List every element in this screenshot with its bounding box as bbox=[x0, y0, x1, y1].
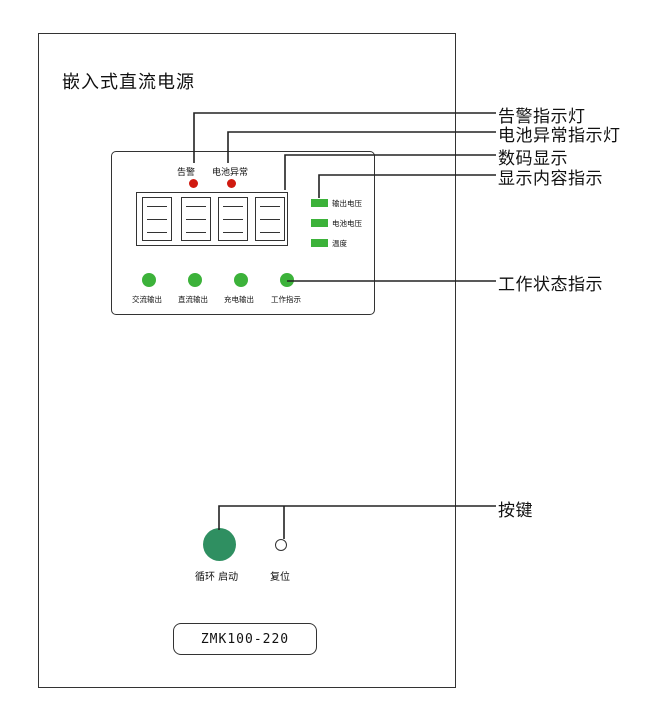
callout-work-status: 工作状态指示 bbox=[498, 275, 603, 295]
model-plate: ZMK100-220 bbox=[173, 623, 317, 655]
battery-voltage-label: 电池电压 bbox=[332, 219, 362, 228]
battery-fault-leader bbox=[227, 131, 496, 163]
digit-1-bottom-segment bbox=[147, 232, 167, 233]
digital-display bbox=[136, 192, 288, 246]
callout-battery-fault-indicator: 电池异常指示灯 bbox=[498, 126, 621, 146]
digit-3-top-segment bbox=[223, 206, 243, 207]
digit-4 bbox=[255, 197, 285, 241]
output-voltage-label: 输出电压 bbox=[332, 199, 362, 208]
temperature-label: 温度 bbox=[332, 239, 347, 248]
cabinet-title: 嵌入式直流电源 bbox=[62, 72, 195, 93]
reset-button[interactable] bbox=[275, 539, 287, 551]
digit-1 bbox=[142, 197, 172, 241]
digit-3-bottom-segment bbox=[223, 232, 243, 233]
digit-3 bbox=[218, 197, 248, 241]
work-indicator-led bbox=[280, 273, 294, 287]
charge-output-led bbox=[234, 273, 248, 287]
cycle-start-leader bbox=[218, 505, 496, 530]
display-leader bbox=[284, 154, 496, 190]
cycle-start-button[interactable] bbox=[203, 528, 236, 561]
callout-display-content: 显示内容指示 bbox=[498, 169, 603, 189]
digit-2-top-segment bbox=[186, 206, 206, 207]
digit-1-mid-segment bbox=[147, 219, 167, 220]
digit-2-mid-segment bbox=[186, 219, 206, 220]
dc-output-label: 直流输出 bbox=[178, 295, 208, 304]
battery-fault-label: 电池异常 bbox=[212, 168, 249, 178]
callout-keys: 按键 bbox=[498, 501, 533, 521]
work-indicator-label: 工作指示 bbox=[271, 295, 301, 304]
digit-2-bottom-segment bbox=[186, 232, 206, 233]
ac-output-label: 交流输出 bbox=[132, 295, 162, 304]
digit-4-bottom-segment bbox=[260, 232, 280, 233]
digit-4-mid-segment bbox=[260, 219, 280, 220]
alarm-led bbox=[189, 179, 198, 188]
temperature-bar bbox=[311, 239, 328, 247]
battery-voltage-bar bbox=[311, 219, 328, 227]
cycle-start-label: 循环 启动 bbox=[195, 572, 239, 583]
callout-digital-display: 数码显示 bbox=[498, 149, 568, 169]
callout-alarm-indicator: 告警指示灯 bbox=[498, 107, 586, 127]
alarm-label: 告警 bbox=[177, 168, 196, 178]
battery-fault-led bbox=[227, 179, 236, 188]
control-panel bbox=[111, 151, 375, 315]
display-content-leader bbox=[318, 174, 496, 198]
digit-3-mid-segment bbox=[223, 219, 243, 220]
reset-label: 复位 bbox=[270, 572, 290, 583]
digit-2 bbox=[181, 197, 211, 241]
ac-output-led bbox=[142, 273, 156, 287]
output-voltage-bar bbox=[311, 199, 328, 207]
charge-output-label: 充电输出 bbox=[224, 295, 254, 304]
alarm-leader bbox=[193, 112, 496, 163]
digit-1-top-segment bbox=[147, 206, 167, 207]
digit-4-top-segment bbox=[260, 206, 280, 207]
dc-output-led bbox=[188, 273, 202, 287]
cabinet-outline bbox=[38, 33, 456, 688]
